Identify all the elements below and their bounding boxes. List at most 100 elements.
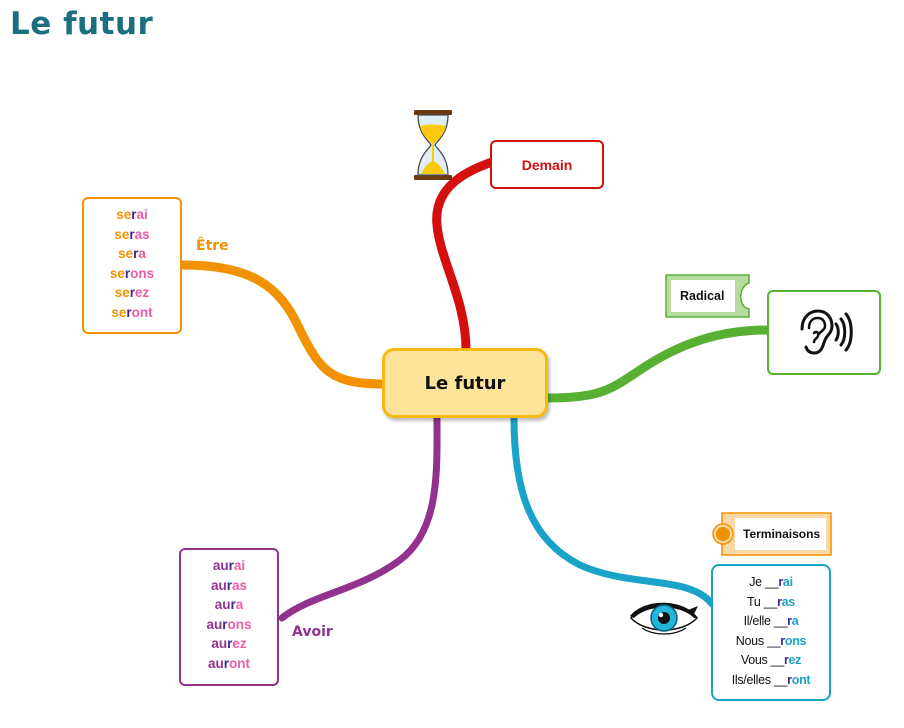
stem: se [114,226,130,242]
terminaison-row: Il/elle __ra [744,612,799,632]
avoir-label: Avoir [292,624,333,640]
avoir-node[interactable]: aurai auras aura aurons aurez auront [179,548,279,686]
page-title: Le futur [10,6,154,42]
avoir-form: aurez [211,634,246,654]
radical: r [787,614,792,628]
ending: as [134,226,150,242]
stem: au [210,577,227,593]
eye-icon [629,602,699,635]
ending: a [235,597,244,613]
link-radical [542,325,773,403]
ending: as [232,577,248,593]
stem: se [116,207,132,222]
radical: r [230,597,236,613]
radical: r [124,265,131,281]
radical: r [228,558,234,573]
etre-form: serez [115,283,150,303]
radical: r [133,246,139,262]
radical: r [778,575,783,589]
radical: r [222,616,228,632]
pronoun: Ils/elles [731,672,771,687]
radical: r [787,672,792,687]
terminaisons-list: Je __rai Tu __ras Il/elle __ra Nous __ro… [713,566,829,690]
stem: se [109,265,125,281]
etre-form: sera [118,244,146,264]
ending: ai [136,207,148,222]
radical: r [129,285,136,301]
radical: r [777,594,782,609]
stem: au [206,616,223,632]
terminaison-row: Je __rai [749,573,793,593]
ending: ez [788,653,802,667]
pronoun: Il/elle [743,614,771,628]
ending: ez [232,636,247,652]
radical: r [780,633,785,648]
link-etre [178,260,389,389]
terminaisons-label: Terminaisons [743,527,821,541]
radical: r [129,226,135,242]
ending: ont [229,655,251,671]
link-terminaisons [510,414,716,608]
hourglass-icon [414,110,452,180]
ending: ai [782,575,793,589]
blank: __ [766,633,781,648]
stem: se [118,246,134,262]
etre-label: Être [196,238,229,254]
ear-listening-icon [800,308,853,355]
link-avoir [278,414,441,622]
stem: au [214,597,231,613]
avoir-form: auras [211,576,247,596]
pronoun: Vous [740,653,768,667]
ending: ont [131,304,153,320]
terminaisons-node[interactable]: Je __rai Tu __ras Il/elle __ra Nous __ro… [711,564,831,701]
blank: __ [763,594,778,609]
stem: au [211,636,228,652]
radical: r [783,653,789,667]
pronoun: Je [749,575,762,589]
ending: as [781,594,796,609]
ending: ont [791,672,811,687]
etre-form: serons [110,264,154,284]
demain-node[interactable]: Demain [490,140,604,189]
blank: __ [765,575,779,589]
center-node[interactable]: Le futur [382,348,548,418]
radical-label: Radical [680,289,725,303]
blank: __ [770,653,785,667]
avoir-form: aura [215,595,244,615]
ending: a [791,614,799,628]
radical: r [227,636,233,652]
avoir-form: auront [208,654,250,674]
terminaison-row: Nous __rons [736,632,807,652]
etre-form: seront [111,303,152,323]
radical-tag-shape [665,274,750,318]
stem: se [111,304,127,320]
avoir-form: aurai [213,556,245,576]
radical: r [126,304,132,320]
avoir-form: aurons [206,615,251,635]
ending: ons [784,633,807,648]
radical: r [223,655,230,671]
ending: ai [233,558,246,573]
ending: ons [130,265,155,281]
radical: r [226,577,232,593]
avoir-conjugation-list: aurai auras aura aurons aurez auront [181,550,277,674]
etre-conjugation-list: serai seras sera serons serez seront [84,199,180,323]
stem: au [212,558,229,573]
etre-form: seras [114,225,149,245]
radical-node[interactable] [767,290,881,375]
ending: ons [227,616,252,632]
terminaison-row: Tu __ras [747,593,795,613]
blank: __ [773,672,788,687]
terminaison-row: Ils/elles __ront [732,671,811,691]
ending: a [138,246,146,262]
stem: au [207,655,224,671]
radical: r [131,207,137,222]
etre-form: serai [116,205,148,225]
terminaisons-tag-shape [712,512,832,556]
ending: ez [135,285,150,301]
stem: se [114,285,130,301]
terminaison-row: Vous __rez [740,651,802,671]
etre-node[interactable]: serai seras sera serons serez seront [82,197,182,334]
link-demain [432,157,497,355]
